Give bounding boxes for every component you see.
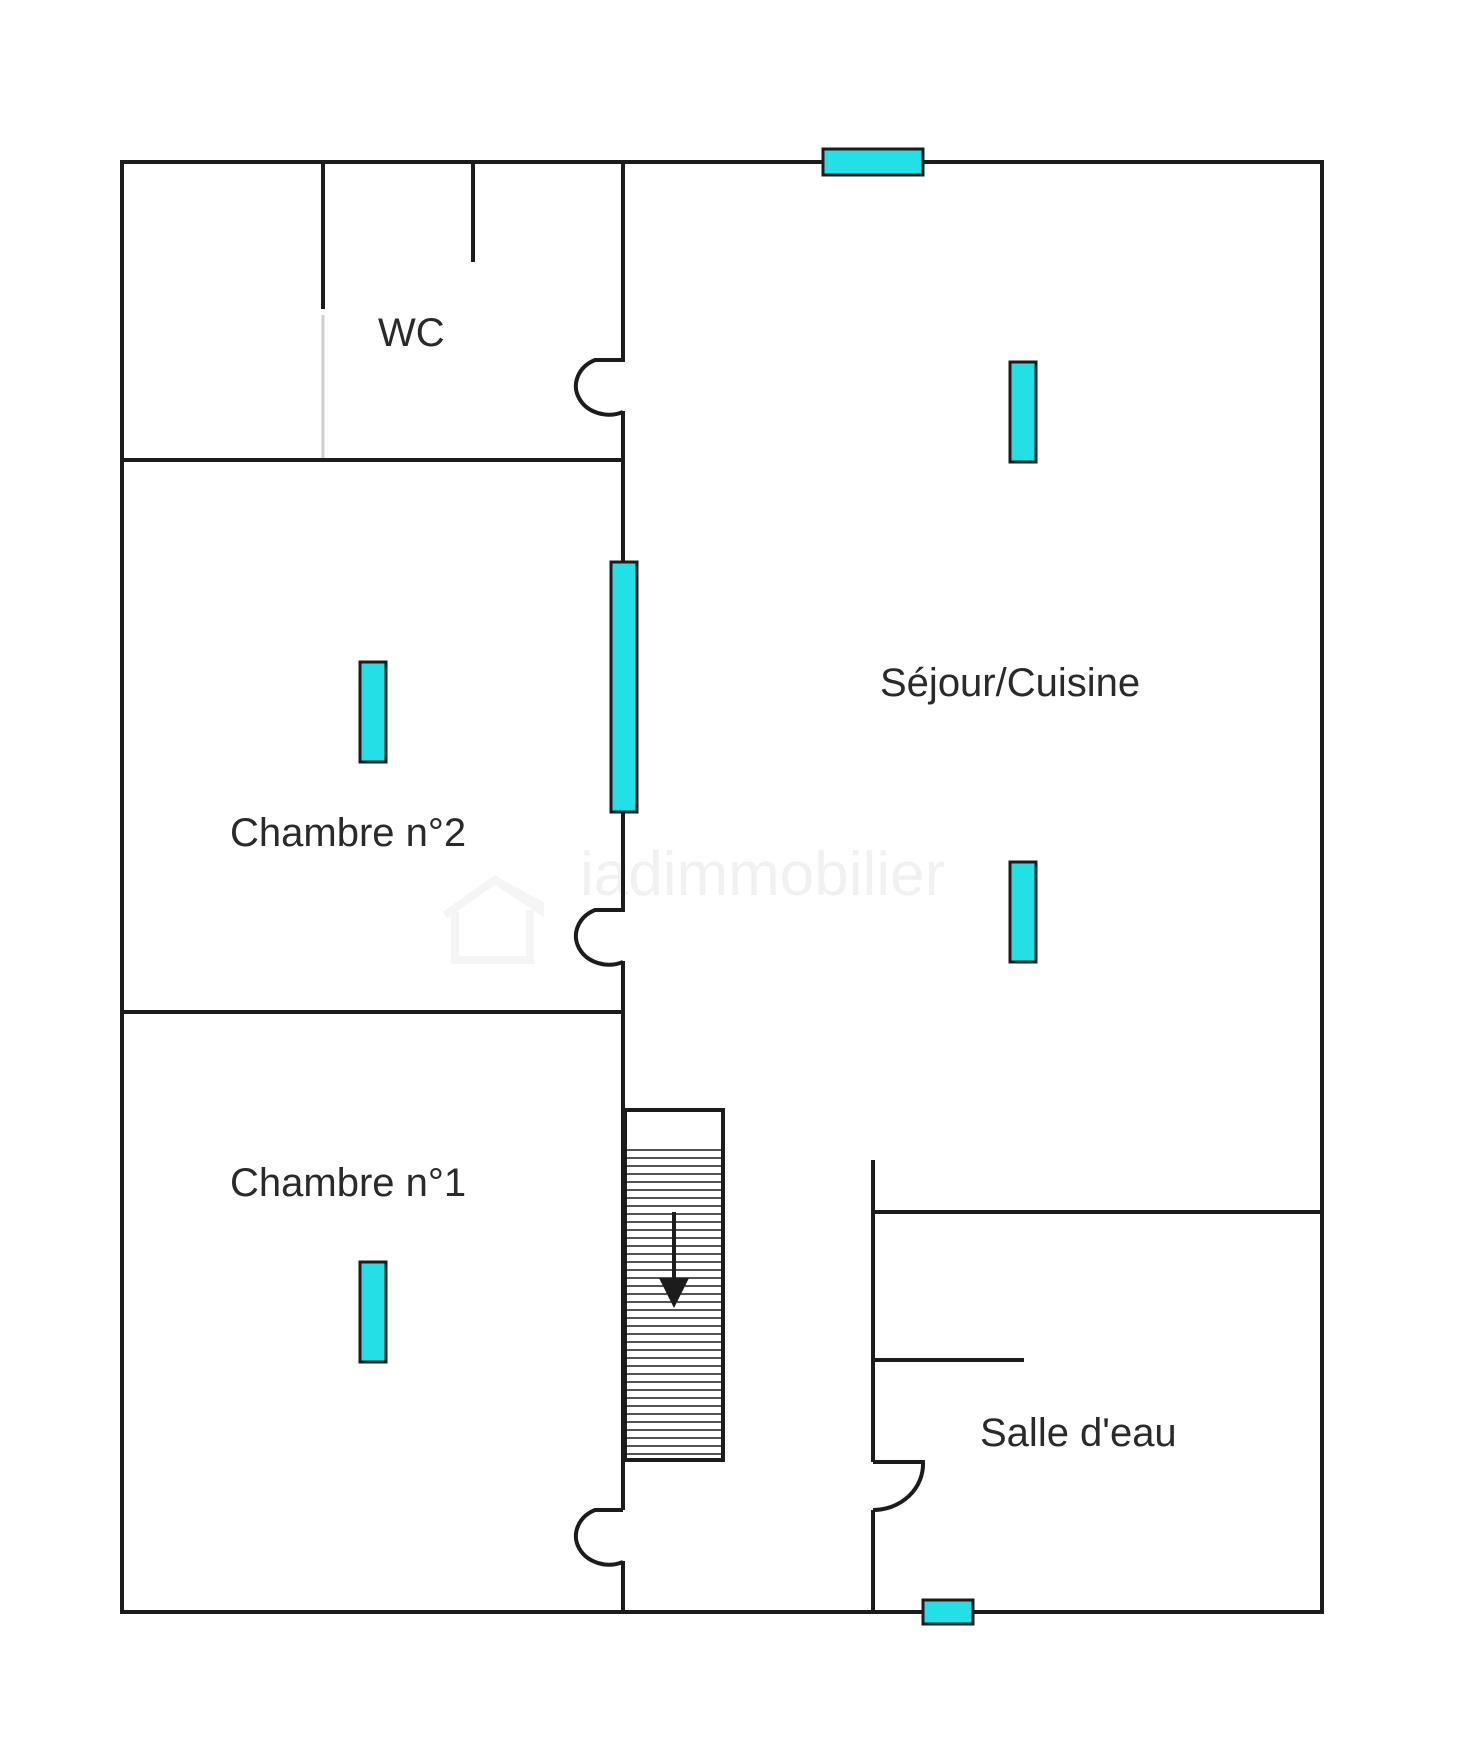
label-sejour-cuisine: Séjour/Cuisine [880,661,1140,705]
window-sejour-lower [1008,860,1038,964]
outer-walls [120,160,1324,1614]
doors [573,358,926,1567]
arrow-down-head-icon [659,1278,689,1308]
watermark: iadimmobilier [442,840,945,964]
window-corridor [609,560,639,814]
house-logo-icon [442,875,544,964]
window-top [821,147,925,177]
door-chambre1 [573,1508,624,1567]
window-bottom [921,1598,975,1626]
room-labels: WC Séjour/Cuisine Chambre n°2 Chambre n°… [230,311,1177,1455]
window-chambre2 [358,660,388,764]
window-sejour-upper [1008,360,1038,464]
watermark-text: iadimmobilier [580,840,945,909]
door-chambre2 [573,908,624,967]
label-chambre-1: Chambre n°1 [230,1161,466,1205]
staircase [623,1108,725,1462]
label-salle-deau: Salle d'eau [980,1411,1177,1455]
door-salle-deau [872,1460,926,1513]
windows [358,147,1038,1626]
label-chambre-2: Chambre n°2 [230,811,466,855]
window-chambre1 [358,1260,388,1364]
door-wc [573,358,624,417]
label-wc: WC [378,311,445,355]
